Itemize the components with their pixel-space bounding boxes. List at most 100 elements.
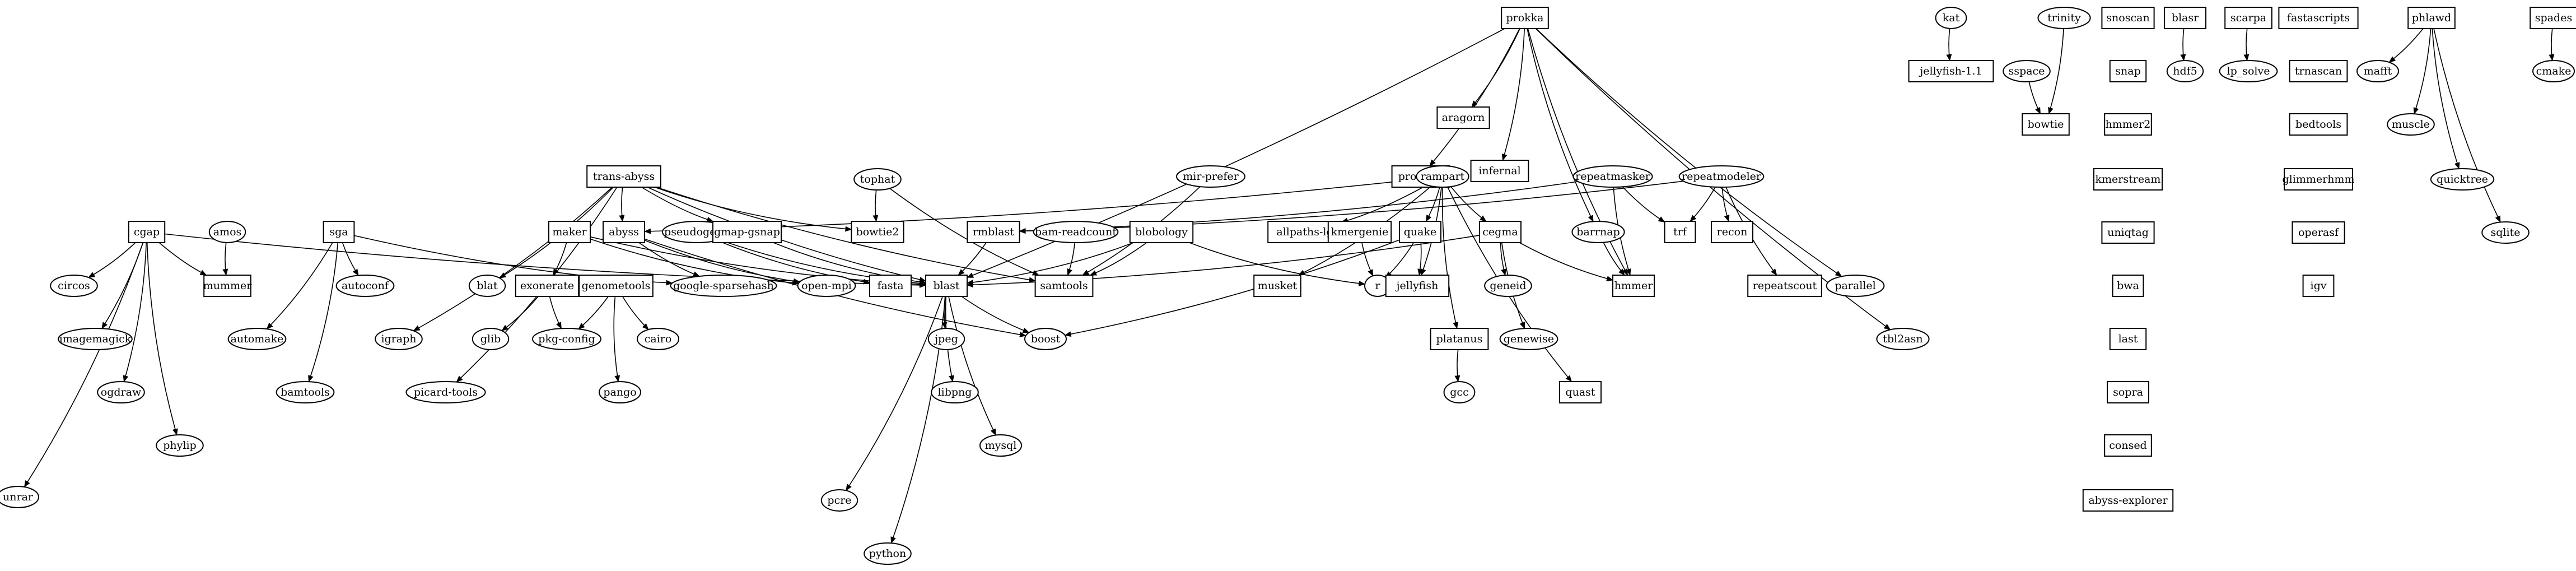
node-label: scarpa (2230, 12, 2266, 24)
node-box (1399, 221, 1441, 243)
node-rampart: rampart (1416, 165, 1469, 188)
node-label: rampart (1421, 170, 1465, 183)
node-label: sqlite (2491, 226, 2521, 239)
node-bwa: bwa (2112, 275, 2144, 297)
node-label: abyss-explorer (2088, 494, 2168, 507)
node-label: unrar (3, 491, 34, 503)
node-phlawd: phlawd (2407, 7, 2456, 29)
node-label: igv (2311, 280, 2327, 292)
node-label: pkg-config (538, 333, 595, 345)
node-box (2302, 275, 2335, 297)
node-label: r (1375, 280, 1380, 292)
node-jellyfish11: jellyfish-1.1 (1908, 60, 1994, 82)
node-ellipse (208, 221, 246, 243)
node-genometools: genometools (578, 275, 654, 297)
node-ellipse (670, 275, 777, 297)
node-geneid: geneid (1484, 275, 1532, 297)
edge-prokka-to-infernal (1501, 28, 1525, 161)
node-box (603, 221, 645, 243)
edge-cegma-to-hmmer (1519, 242, 1613, 281)
node-box (851, 221, 904, 243)
node-pango: pango (599, 381, 641, 403)
node-label: infernal (1478, 165, 1520, 177)
node-box (1129, 221, 1194, 243)
edge-rmblast-to-blast (958, 242, 987, 276)
node-box (712, 221, 782, 243)
node-cegma: cegma (1479, 221, 1522, 243)
edge-cegma-to-geneid (1500, 242, 1506, 276)
node-ellipse (1416, 165, 1469, 188)
node-ellipse (2219, 60, 2278, 82)
edge-quake-to-boost (1064, 239, 1400, 337)
node-label: hmmer (1614, 280, 1654, 292)
node-fasta: fasta (869, 275, 912, 297)
node-infernal: infernal (1470, 160, 1529, 182)
edge-trinity-to-bowtie (2048, 28, 2064, 114)
edge-exonerate-to-pkgconfig (549, 296, 562, 329)
node-mummer: mummer (203, 275, 253, 297)
edge-prokka-to-barrnap (1527, 28, 1594, 222)
node-label: mummer (203, 280, 253, 292)
node-kmergenie: kmergenie (1327, 221, 1392, 243)
node-glimmerhmm: glimmerhmm (2283, 168, 2354, 191)
node-label: python (869, 547, 906, 560)
edge-rampart-to-platanus (1441, 187, 1459, 329)
node-jellyfish: jellyfish (1385, 275, 1450, 297)
node-ellipse (50, 275, 98, 297)
node-snap: snap (2109, 60, 2147, 82)
edge-scarpa-to-lpsolve (2243, 28, 2250, 61)
node-label: repeatmasker (1575, 170, 1651, 183)
edge-genometools-to-cairo (622, 296, 649, 330)
node-label: muscle (2392, 118, 2430, 131)
node-genewise: genewise (1499, 328, 1558, 350)
node-barrnap: barrnap (1571, 221, 1625, 243)
node-bamreadcount: bam-readcount (1033, 221, 1119, 243)
edge-tophat-to-samtools (889, 188, 1039, 276)
node-box (323, 221, 355, 243)
edge-phlawd-to-muscle (2413, 28, 2432, 115)
node-ellipse (335, 275, 395, 297)
node-label: spades (2535, 12, 2572, 24)
node-scarpa: scarpa (2224, 7, 2272, 29)
node-ellipse (156, 434, 204, 457)
node-label: exonerate (520, 280, 574, 292)
node-box (2104, 434, 2152, 457)
node-boost: boost (1024, 328, 1067, 350)
node-ellipse (97, 381, 145, 403)
edge-repeatmodeler-to-rmblast (1019, 180, 1684, 234)
node-label: blast (934, 280, 960, 292)
node-pkgconfig: pkg-config (532, 328, 601, 350)
node-bowtie2: bowtie2 (851, 221, 904, 243)
node-label: cairo (645, 333, 672, 345)
node-label: boost (1031, 333, 1061, 345)
edge-repeatmodeler-to-recon (1721, 187, 1730, 222)
edge-exonerate-to-glib (501, 296, 539, 331)
edge-abyss-to-sparsehash (638, 242, 700, 277)
node-label: operasf (2298, 226, 2340, 239)
node-ellipse (1484, 275, 1532, 297)
edge-abyss-to-openmpi (644, 239, 800, 284)
edge-quake-to-r (1385, 242, 1414, 278)
edge-cgap-to-unrar (24, 242, 144, 488)
node-autoconf: autoconf (335, 275, 395, 297)
node-label: genometools (582, 280, 651, 292)
node-consed: consed (2104, 434, 2152, 457)
node-transabyss: trans-abyss (586, 165, 661, 188)
node-imagemagick: imagemagick (58, 328, 133, 350)
node-label: blat (477, 280, 498, 292)
node-ellipse (864, 542, 912, 565)
node-label: allpaths-lg (1276, 226, 1333, 238)
node-label: open-mpi (801, 280, 852, 292)
edge-bamreadcount-to-samtools (1067, 242, 1075, 276)
node-label: quake (1404, 226, 1436, 238)
edge-transabyss-to-igraph (413, 187, 613, 331)
node-box (2112, 275, 2144, 297)
edge-prokka-to-hmmer (1527, 28, 1628, 276)
node-label: ogdraw (101, 386, 142, 398)
node-box (869, 275, 912, 297)
node-sspace: sspace (2003, 60, 2051, 82)
node-ellipse (58, 328, 133, 350)
node-ellipse (1033, 221, 1119, 243)
node-label: igraph (381, 333, 416, 345)
